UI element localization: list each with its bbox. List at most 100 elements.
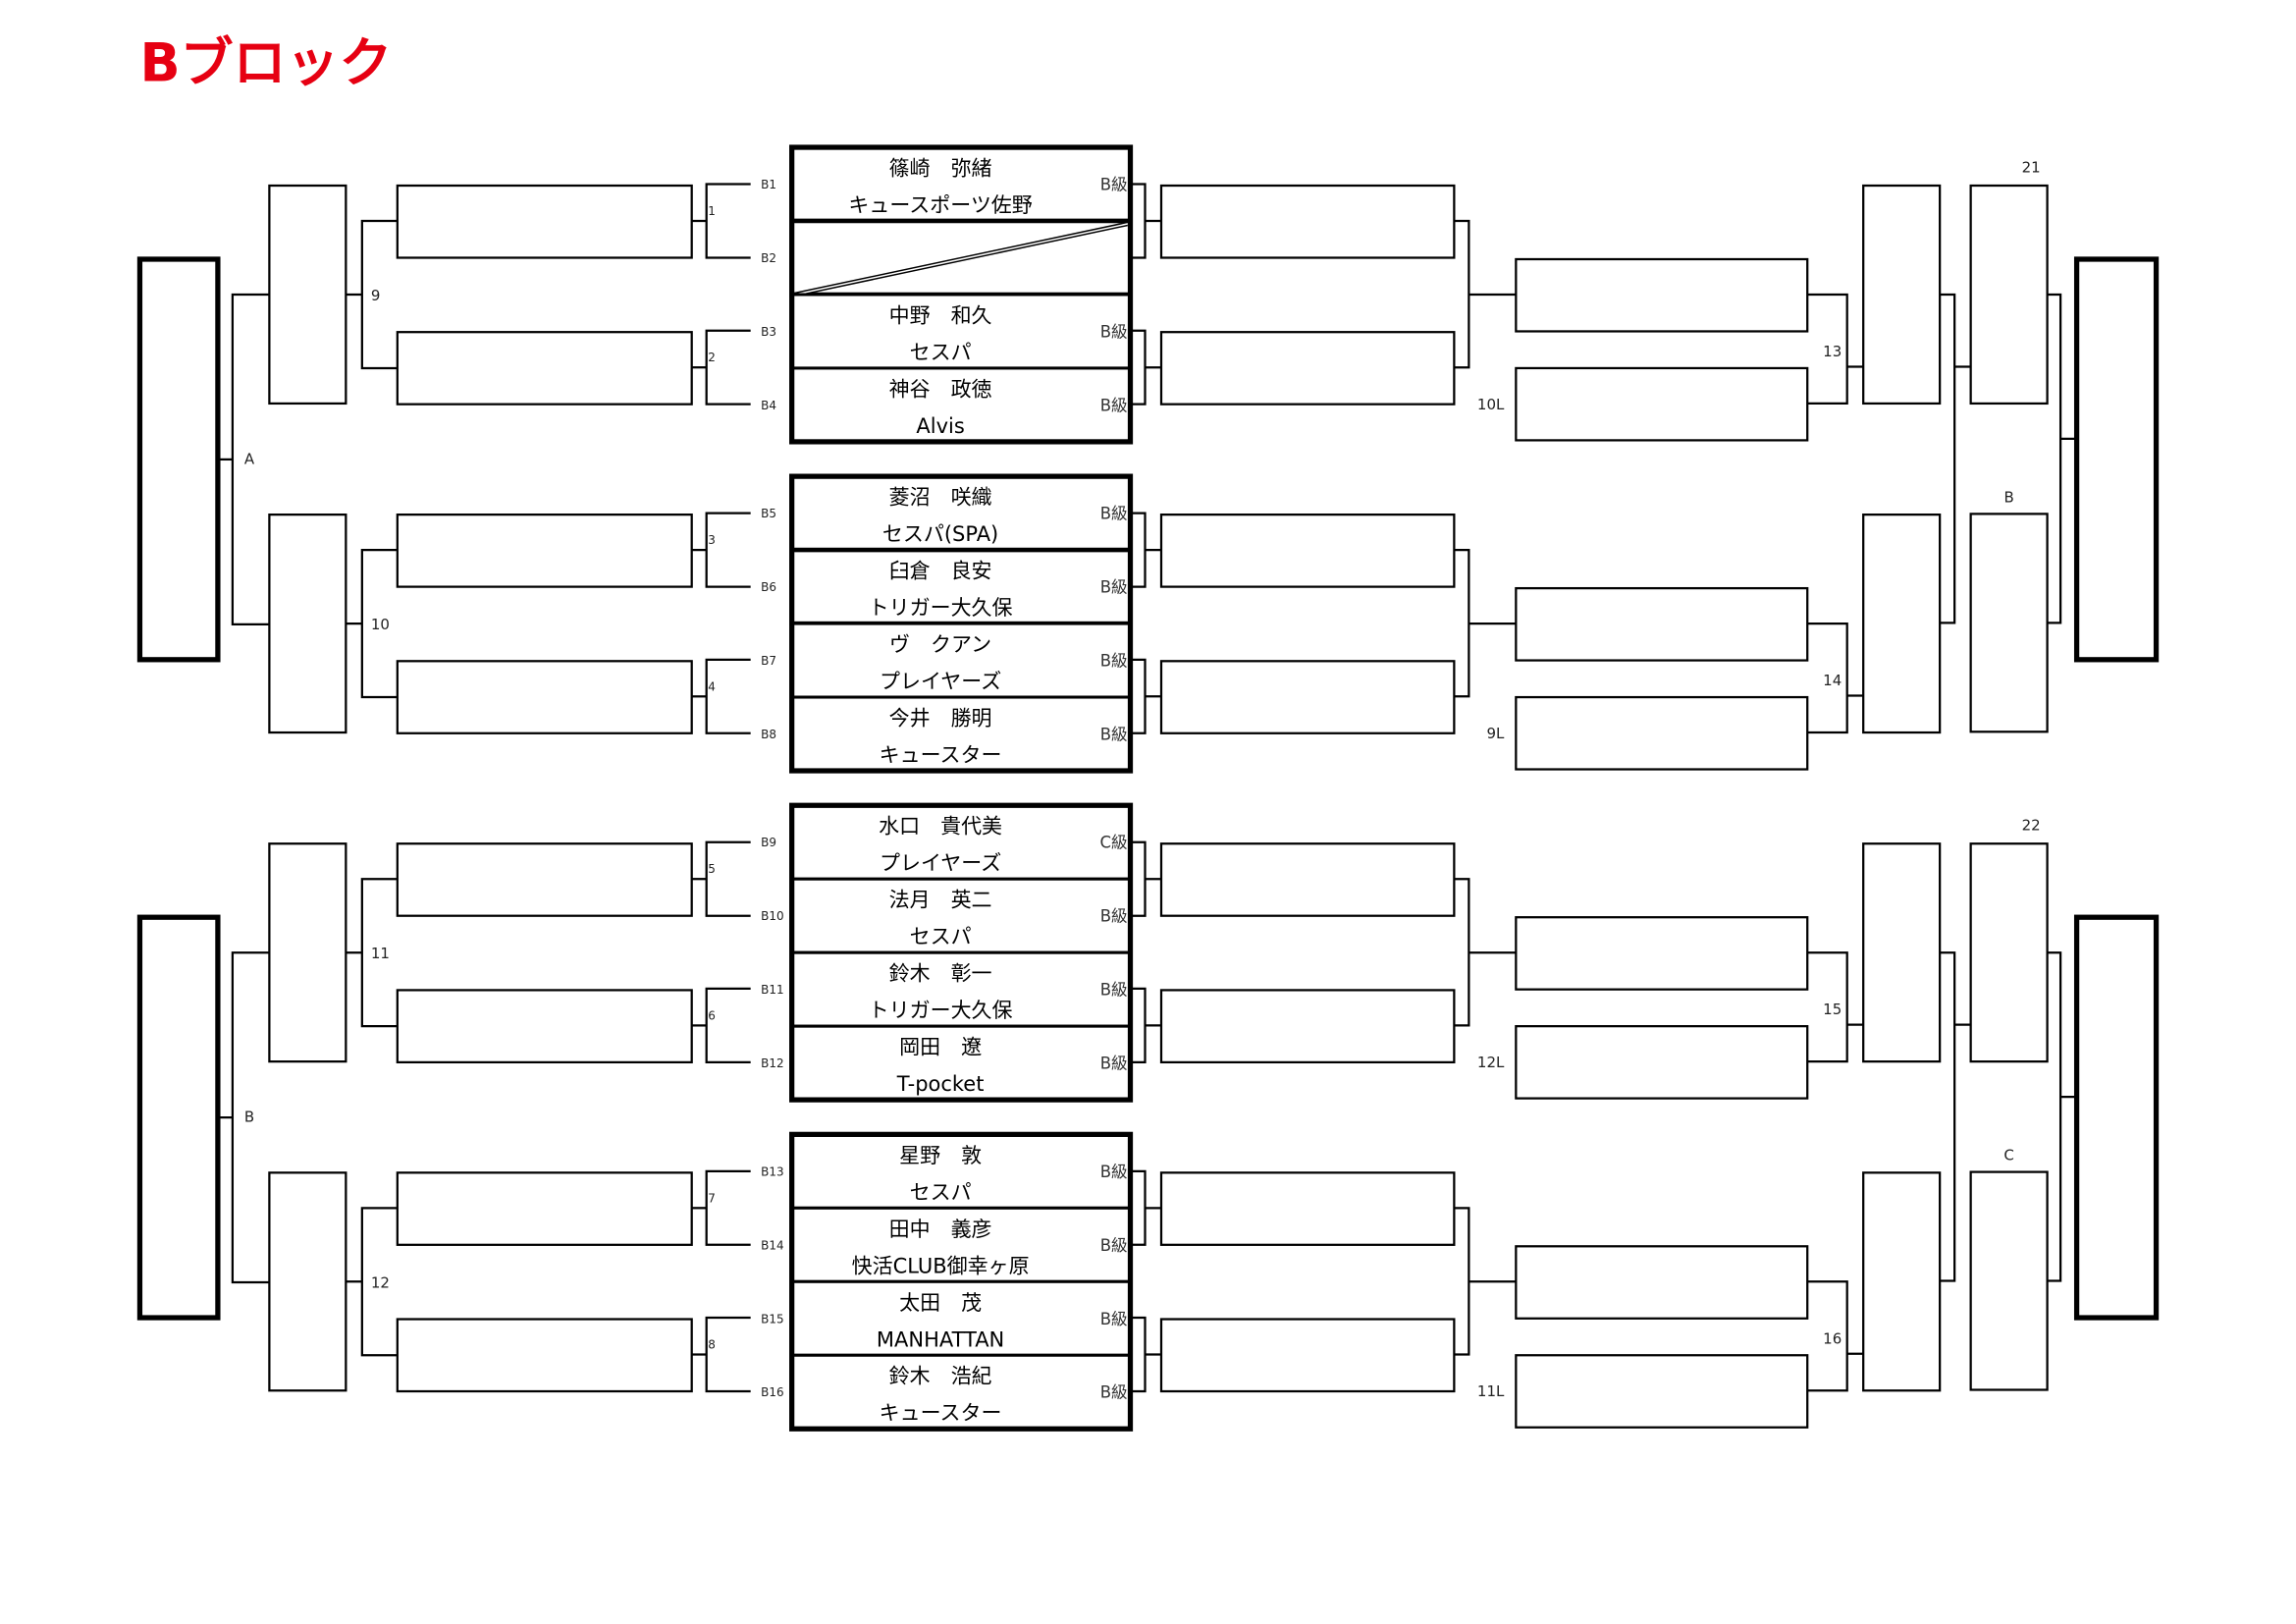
round1-winner-slot[interactable]: [396, 1171, 693, 1246]
seed-label: B12: [761, 1056, 783, 1070]
losers-final-slot[interactable]: [1969, 1170, 2049, 1391]
round1-winner-slot-right[interactable]: [1159, 1171, 1456, 1246]
player-name: 鈴木 浩紀: [889, 1365, 992, 1388]
bracket-line: [360, 1207, 398, 1357]
losers-round-slot[interactable]: [1862, 1171, 1942, 1392]
losers-round-slot[interactable]: [1862, 514, 1942, 734]
losers-entry-label: 11L: [1477, 1382, 1505, 1400]
entry-slot[interactable]: [790, 1353, 1133, 1431]
grade-label: B級: [1100, 578, 1128, 597]
grade-label: B級: [1100, 396, 1128, 414]
round1-winner-slot-right[interactable]: [1159, 1318, 1456, 1393]
losers-entry-label: 10L: [1477, 396, 1505, 413]
round2-slot[interactable]: [268, 184, 347, 406]
round2-slot[interactable]: [268, 1171, 347, 1392]
qualifier-slot[interactable]: [2073, 914, 2160, 1321]
bracket-line: [1940, 951, 1956, 1282]
losers-entry-slot[interactable]: [1515, 1025, 1809, 1100]
match-label: B: [244, 1109, 254, 1126]
qualifier-slot[interactable]: [2073, 256, 2160, 663]
player-name: 岡田 遼: [899, 1036, 982, 1059]
winner-slot[interactable]: [136, 256, 221, 663]
bracket-line: [1807, 1280, 1848, 1392]
round1-winner-slot-right[interactable]: [1159, 514, 1456, 588]
round1-winner-slot[interactable]: [396, 331, 693, 406]
losers-final-slot[interactable]: [1969, 513, 2049, 733]
round1-winner-slot[interactable]: [396, 184, 693, 259]
bracket-line: [2047, 951, 2062, 1282]
entry-slot[interactable]: [790, 877, 1133, 954]
losers-entry-slot[interactable]: [1515, 1354, 1809, 1429]
bracket-line: [705, 1169, 751, 1246]
bracket-line: [1454, 1207, 1470, 1356]
match-label: 5: [708, 862, 716, 876]
bracket-line: [1454, 878, 1470, 1027]
match-label: B: [2003, 488, 2013, 506]
player-name: 中野 和久: [889, 303, 992, 327]
round1-winner-slot[interactable]: [396, 1318, 693, 1393]
losers-entry-label: 12L: [1477, 1054, 1505, 1071]
match-label: 6: [708, 1008, 716, 1022]
entry-slot[interactable]: [790, 366, 1133, 444]
losers-slot[interactable]: [1515, 586, 1809, 662]
team-name: トリガー大久保: [869, 999, 1013, 1022]
losers-round-slot[interactable]: [1862, 842, 1942, 1063]
player-name: 鈴木 彰一: [889, 962, 992, 986]
round1-winner-slot-right[interactable]: [1159, 989, 1456, 1064]
team-name: セスパ: [910, 341, 972, 364]
grade-label: B級: [1100, 726, 1128, 744]
player-name: 菱沼 咲織: [889, 486, 992, 510]
entry-slot[interactable]: [789, 473, 1133, 553]
match-label: 22: [2022, 817, 2041, 835]
player-name: 星野 敦: [899, 1144, 982, 1167]
losers-slot[interactable]: [1515, 257, 1809, 333]
match-label: 10: [371, 616, 390, 633]
losers-entry-slot[interactable]: [1515, 695, 1809, 771]
entry-slot[interactable]: [790, 622, 1133, 699]
block-title: Bブロック: [139, 32, 392, 94]
grade-label: B級: [1100, 1055, 1128, 1073]
grade-label: B級: [1100, 907, 1128, 926]
round1-winner-slot-right[interactable]: [1159, 331, 1456, 406]
round1-winner-slot[interactable]: [396, 514, 693, 588]
losers-final-slot[interactable]: [1969, 842, 2049, 1063]
round1-winner-slot[interactable]: [396, 989, 693, 1064]
grade-label: B級: [1100, 322, 1128, 341]
seed-label: B8: [761, 728, 776, 741]
entry-slot[interactable]: [790, 950, 1133, 1028]
grade-label: B級: [1100, 1163, 1128, 1181]
entry-slot[interactable]: [790, 1024, 1133, 1102]
entry-slot[interactable]: [790, 1206, 1133, 1283]
player-name: 田中 義彦: [889, 1218, 992, 1241]
grade-label: B級: [1100, 1310, 1128, 1328]
losers-entry-slot[interactable]: [1515, 366, 1809, 442]
match-label: A: [244, 450, 255, 467]
grade-label: B級: [1100, 1236, 1128, 1255]
round1-winner-slot-right[interactable]: [1159, 842, 1456, 917]
bracket-line: [1940, 293, 1956, 624]
round2-slot[interactable]: [268, 514, 347, 734]
team-name: キュースポーツ佐野: [848, 193, 1032, 217]
seed-label: B9: [761, 836, 776, 849]
winner-slot[interactable]: [136, 914, 221, 1321]
losers-round-slot[interactable]: [1862, 184, 1942, 406]
bracket-line: [360, 548, 398, 699]
bracket-line: [705, 840, 751, 917]
round1-winner-slot[interactable]: [396, 842, 693, 917]
bracket-line: [1807, 951, 1848, 1063]
bracket-line: [1454, 548, 1470, 698]
losers-slot[interactable]: [1515, 1245, 1809, 1320]
round1-winner-slot-right[interactable]: [1159, 184, 1456, 259]
seed-label: B1: [761, 178, 776, 191]
round1-winner-slot-right[interactable]: [1159, 660, 1456, 734]
bracket-line: [1454, 219, 1470, 369]
bracket-line: [1807, 622, 1848, 734]
losers-slot[interactable]: [1515, 916, 1809, 991]
bracket-line: [231, 951, 270, 1284]
player-name: ヴ クアン: [889, 633, 991, 657]
seed-label: B15: [761, 1312, 783, 1326]
round1-winner-slot[interactable]: [396, 660, 693, 734]
seed-label: B13: [761, 1164, 783, 1178]
round2-slot[interactable]: [268, 842, 347, 1063]
losers-final-slot[interactable]: [1969, 184, 2049, 406]
